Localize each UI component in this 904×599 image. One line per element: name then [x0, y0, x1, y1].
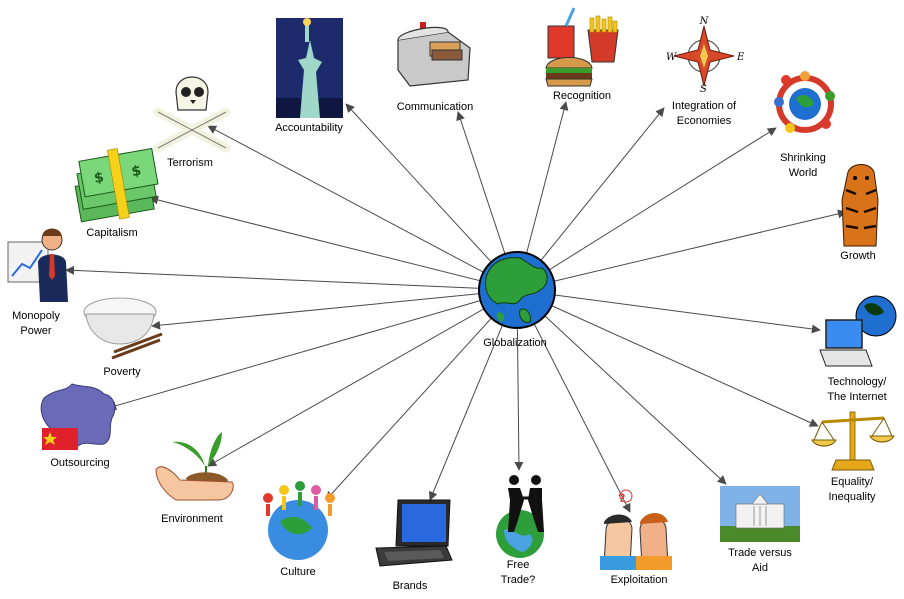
fast-food-icon — [545, 7, 619, 87]
spoke-to-capitalism — [149, 195, 518, 291]
node-label: Equality/ — [831, 476, 874, 488]
svg-text:?: ? — [618, 491, 625, 505]
node-label: Aid — [752, 562, 768, 574]
spoke-to-equality — [516, 289, 819, 427]
svg-text:$: $ — [93, 169, 105, 186]
node-label: World — [789, 167, 818, 179]
node-label: Monopoly — [12, 310, 60, 322]
white-house-icon — [720, 486, 800, 542]
node-label: Recognition — [553, 90, 611, 102]
node-recognition[interactable]: Recognition — [545, 7, 619, 102]
rice-bowl-icon — [83, 297, 163, 360]
statue-of-liberty-icon — [276, 18, 343, 118]
node-terrorism[interactable]: Terrorism — [153, 76, 231, 169]
node-shrinking[interactable]: Shrinking World — [774, 71, 835, 179]
node-label: Outsourcing — [50, 457, 109, 469]
node-label: Brands — [393, 580, 428, 592]
globe-icon — [478, 251, 556, 329]
node-label: Poverty — [103, 366, 141, 378]
node-label: Environment — [161, 513, 223, 525]
node-label: Accountability — [275, 122, 343, 134]
spoke-to-technology — [516, 289, 821, 334]
svg-text:N: N — [699, 16, 710, 27]
spoke-to-accountability — [345, 103, 518, 291]
spoke-to-trade-aid — [516, 289, 727, 485]
node-poverty[interactable]: Poverty — [83, 297, 163, 378]
node-label: Economies — [677, 115, 732, 127]
node-label: Trade versus — [728, 547, 792, 559]
skull-crossbones-icon — [153, 76, 231, 153]
spoke-to-monopoly — [65, 265, 518, 291]
node-technology[interactable]: Technology/ The Internet — [819, 295, 897, 403]
node-label: Exploitation — [611, 574, 668, 586]
spoke-to-growth — [516, 209, 847, 291]
spoke-to-shrinking — [516, 127, 777, 291]
node-label: Free — [507, 559, 530, 571]
node-label: Growth — [840, 250, 875, 262]
china-map-icon — [40, 383, 116, 450]
laptop-icon — [375, 499, 453, 567]
node-integration[interactable]: N E W S Integration of Economies — [666, 16, 745, 127]
node-label: Technology/ — [828, 376, 888, 388]
spoke-to-outsourcing — [107, 289, 518, 411]
node-culture[interactable]: Culture — [263, 481, 335, 578]
svg-text:$: $ — [130, 163, 142, 180]
node-label: Trade? — [501, 574, 535, 586]
svg-text:E: E — [736, 52, 745, 63]
node-environment[interactable]: Environment — [155, 432, 234, 525]
node-label: Inequality — [828, 491, 876, 503]
node-free-trade[interactable]: Free Trade? — [496, 475, 544, 586]
hand-seedling-icon — [155, 432, 234, 501]
node-outsourcing[interactable]: Outsourcing — [40, 383, 116, 469]
node-label: The Internet — [827, 391, 886, 403]
node-growth[interactable]: Growth — [840, 164, 879, 263]
laptop-globe-icon — [819, 295, 897, 367]
node-exploitation[interactable]: ? Exploitation — [600, 489, 672, 586]
money-stack-icon: $ $ — [74, 147, 159, 223]
node-label: Communication — [397, 101, 473, 113]
svg-text:S: S — [700, 84, 707, 95]
spoke-to-terrorism — [207, 125, 518, 291]
spoke-to-exploitation — [516, 289, 631, 513]
node-accountability[interactable]: Accountability — [275, 18, 343, 134]
people-on-globe-icon — [263, 481, 335, 560]
node-label: Terrorism — [167, 157, 213, 169]
node-label: Power — [20, 325, 52, 337]
node-label: Integration of — [672, 100, 737, 112]
node-label: Capitalism — [86, 227, 137, 239]
people-around-globe-icon — [774, 71, 835, 133]
node-communication[interactable]: Communication — [397, 22, 473, 113]
businessman-icon — [7, 228, 68, 302]
node-trade-aid[interactable]: Trade versus Aid — [720, 486, 800, 574]
node-capitalism[interactable]: $ $ Capitalism — [70, 143, 163, 239]
node-monopoly[interactable]: Monopoly Power — [7, 228, 68, 338]
center-node[interactable]: Globalization — [478, 251, 556, 349]
spoke-to-culture — [325, 289, 518, 501]
scales-icon — [811, 411, 895, 471]
spoke-to-poverty — [151, 289, 518, 330]
mailbox-icon — [397, 22, 471, 87]
tiger-icon — [841, 164, 879, 247]
node-equality[interactable]: Equality/ Inequality — [811, 411, 895, 503]
handshake-icon — [496, 475, 544, 558]
compass-rose-icon: N E W S — [666, 16, 745, 95]
node-label: Shrinking — [780, 152, 826, 164]
arguing-faces-icon: ? — [600, 489, 672, 570]
center-label: Globalization — [483, 337, 547, 349]
node-label: Culture — [280, 566, 315, 578]
spoke-to-environment — [207, 289, 518, 467]
node-brands[interactable]: Brands — [375, 499, 453, 592]
svg-text:W: W — [666, 52, 677, 63]
